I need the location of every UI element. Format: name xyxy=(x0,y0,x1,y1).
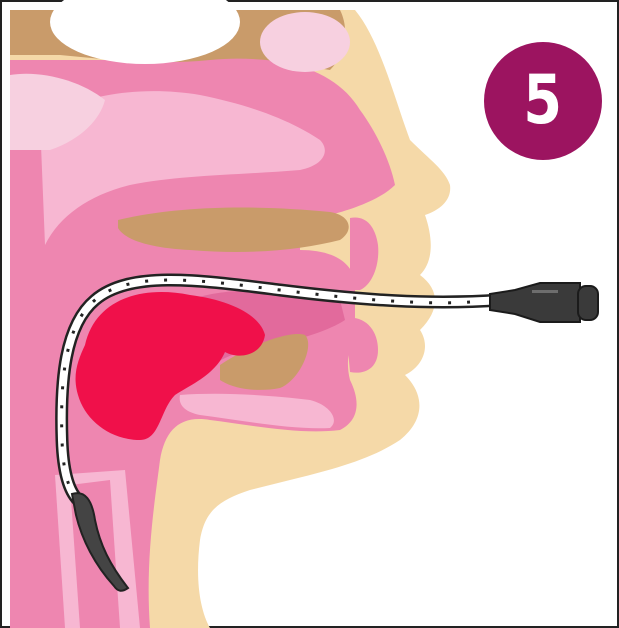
tube-connector xyxy=(490,283,580,322)
step-number: 5 xyxy=(524,67,563,135)
tube-connector-highlight xyxy=(532,290,558,293)
hard-palate xyxy=(118,207,349,251)
tube-connector-cap xyxy=(578,286,598,320)
sinus-right xyxy=(260,12,350,72)
step-badge: 5 xyxy=(484,42,602,160)
